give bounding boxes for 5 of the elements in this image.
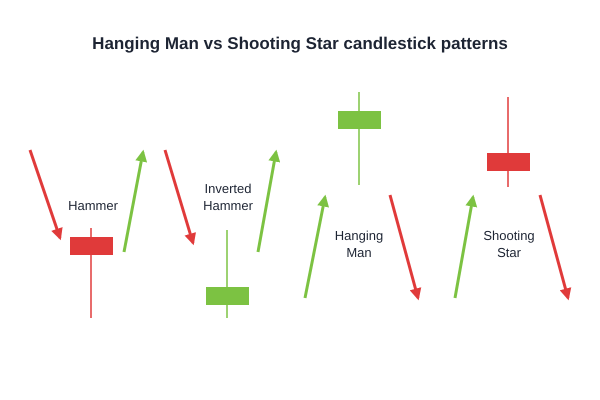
pattern-label: Hanging Man — [334, 227, 384, 261]
pattern-label: Shooting Star — [482, 227, 536, 261]
pattern-label: Inverted Hammer — [202, 180, 254, 214]
pattern-label: Hammer — [67, 197, 119, 214]
diagram-title: Hanging Man vs Shooting Star candlestick patterns — [91, 34, 509, 54]
